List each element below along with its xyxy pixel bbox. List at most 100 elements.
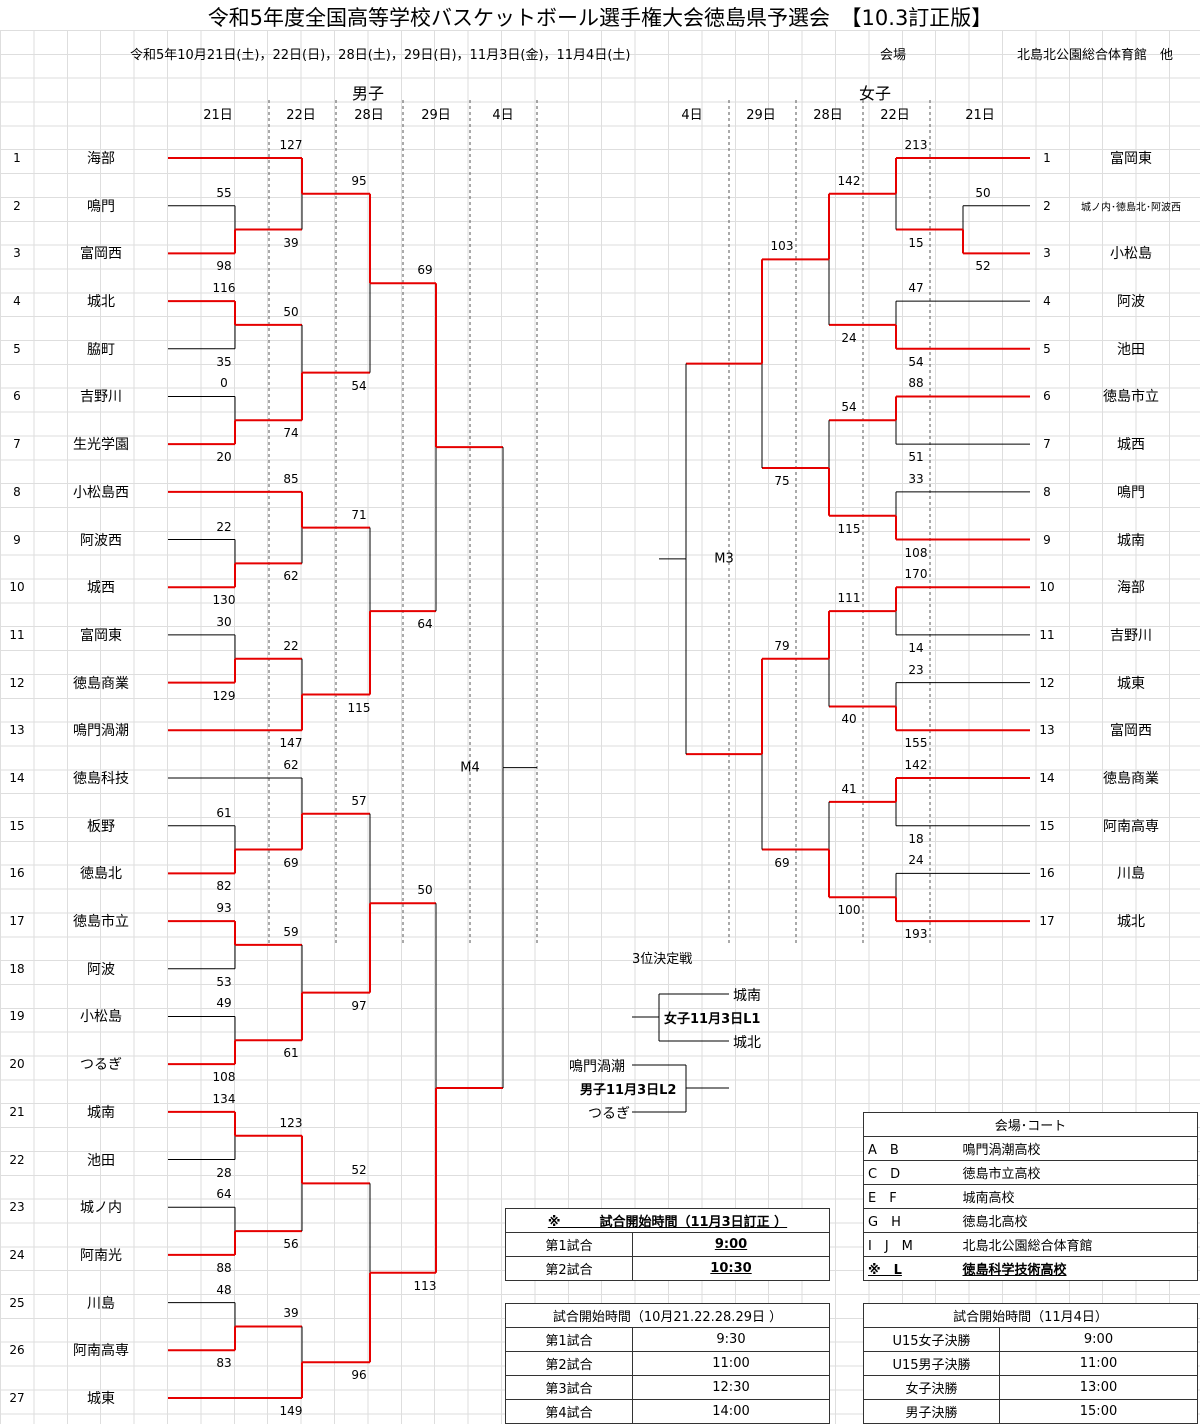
team-seed-number: 13 [1039, 723, 1055, 738]
match-score: 28 [216, 1165, 232, 1180]
match-score: 85 [283, 471, 299, 486]
match-score: 115 [347, 700, 371, 715]
cell: 12:30 [632, 1375, 830, 1400]
team-name: 海部 [1117, 580, 1145, 597]
match-score: 64 [216, 1187, 232, 1202]
match-score: 69 [283, 855, 299, 870]
match-score: 108 [212, 1070, 236, 1085]
match-score: 82 [216, 879, 232, 894]
match-score: 0 [220, 376, 228, 391]
cell: 11:00 [999, 1351, 1198, 1376]
cell: 徳島科学技術高校 [958, 1256, 1198, 1281]
match-score: 50 [417, 883, 433, 898]
team-seed-number: 25 [9, 1295, 25, 1310]
match-score: 98 [216, 259, 232, 274]
cell: C D [863, 1160, 959, 1185]
team-seed-number: 23 [9, 1200, 25, 1215]
team-name: 富岡西 [1110, 723, 1152, 740]
team-seed-number: 17 [9, 914, 25, 929]
cell: A B [863, 1136, 959, 1161]
cell: 15:00 [999, 1399, 1198, 1424]
cell: 徳島北高校 [958, 1208, 1198, 1233]
team-name: 吉野川 [80, 389, 122, 406]
match-score: 79 [774, 638, 790, 653]
cell: 男子決勝 [863, 1399, 1000, 1424]
team-name: 富岡東 [80, 627, 122, 644]
team-seed-number: 14 [9, 771, 25, 785]
match-score: 35 [216, 354, 232, 369]
team-name: 鳴門渦潮 [73, 723, 129, 740]
team-seed-number: 15 [1039, 818, 1055, 833]
team-seed-number: 18 [9, 961, 25, 976]
team-seed-number: 7 [1043, 437, 1051, 452]
team-name: 小松島 [1110, 246, 1152, 263]
cell: 北島北公園総合体育館 [958, 1232, 1198, 1257]
match-score: 59 [283, 924, 299, 939]
women-heading: 女子 [859, 84, 892, 103]
team-name: 徳島市立 [73, 914, 129, 931]
match-score: 75 [774, 474, 790, 488]
team-seed-number: 26 [9, 1343, 25, 1358]
team-name: 小松島西 [73, 484, 129, 501]
team-seed-number: 10 [9, 580, 25, 595]
team-name: 徳島北 [80, 866, 122, 883]
cell: U15女子決勝 [863, 1327, 1000, 1352]
venue-value: 北島北公園総合体育館 他 [1017, 48, 1174, 63]
final-match-code: M3 [714, 551, 734, 567]
match-score: 97 [351, 998, 367, 1013]
match-score: 52 [975, 259, 991, 274]
team-name: 徳島市立 [1103, 389, 1159, 406]
team-seed-number: 5 [13, 341, 21, 356]
cell: U15男子決勝 [863, 1351, 1000, 1376]
team-seed-number: 9 [1043, 532, 1051, 547]
team-seed-number: 21 [9, 1104, 25, 1119]
team-name: 池田 [1117, 341, 1145, 358]
match-score: 57 [351, 793, 367, 808]
match-score: 20 [216, 450, 232, 465]
match-score: 61 [216, 805, 232, 820]
match-score: 56 [283, 1237, 299, 1252]
team-name: つるぎ [80, 1057, 122, 1074]
match-score: 69 [417, 263, 433, 278]
team-name: 阿南高専 [73, 1343, 129, 1360]
team-name: 徳島商業 [1103, 771, 1159, 787]
round-day-label: 22日 [286, 108, 316, 123]
team-name: 池田 [87, 1152, 115, 1169]
team-name: 鳴門 [1117, 484, 1145, 501]
team-name: 生光学園 [73, 437, 129, 454]
table-header: 試合開始時間（11月4日） [863, 1303, 1198, 1328]
cell: G H [863, 1208, 959, 1233]
team-seed-number: 20 [9, 1057, 25, 1072]
team-name: 鳴門 [87, 198, 115, 215]
match-score: 61 [283, 1046, 299, 1061]
match-score: 88 [216, 1260, 232, 1275]
match-score: 130 [212, 593, 236, 608]
cell: 第2試合 [505, 1256, 633, 1281]
match-score: 22 [216, 519, 232, 534]
third-women-bottom: 城北 [733, 1035, 761, 1051]
match-score: 39 [283, 1306, 299, 1321]
match-score: 155 [904, 736, 928, 751]
match-score: 134 [212, 1091, 236, 1106]
match-score: 108 [904, 545, 928, 560]
match-score: 69 [774, 855, 790, 870]
team-name: 阿波 [87, 961, 115, 978]
team-name: 阿南高専 [1103, 818, 1159, 835]
team-name: 城ノ内･徳島北･阿波西 [1081, 202, 1181, 214]
match-score: 113 [413, 1278, 437, 1293]
team-name: 阿波西 [80, 532, 122, 549]
round-day-label: 4日 [681, 108, 703, 123]
team-name: 城北 [1117, 914, 1145, 931]
round-day-label: 28日 [813, 108, 843, 123]
team-name: 城ノ内 [80, 1200, 122, 1217]
cell: ※ L [863, 1256, 959, 1281]
